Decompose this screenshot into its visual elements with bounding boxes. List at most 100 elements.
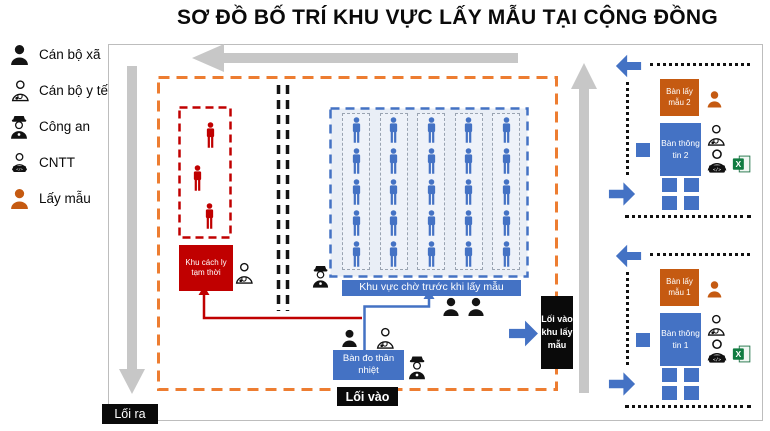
waiting-person-icon <box>500 210 513 236</box>
chair-square <box>636 333 650 347</box>
chair-square <box>662 178 677 192</box>
waiting-person-icon <box>462 117 475 143</box>
waiting-person-icon <box>425 210 438 236</box>
commune-officer-icon <box>441 297 461 316</box>
waiting-person-icon <box>387 241 400 267</box>
waiting-column <box>492 113 520 270</box>
excel-icon <box>732 345 751 363</box>
exit-flow-arrow-top <box>224 53 518 63</box>
chair-square <box>662 368 677 382</box>
waiting-person-icon <box>425 148 438 174</box>
waiting-person-icon <box>500 117 513 143</box>
waiting-person-icon <box>500 179 513 205</box>
isolation-zone-label-box: Khu cách ly tạm thời <box>179 245 233 291</box>
waiting-person-icon <box>500 148 513 174</box>
medical-staff-icon <box>233 261 254 285</box>
waiting-person-icon <box>350 241 363 267</box>
legend-item: Cán bộ xã <box>6 36 111 72</box>
chair-square <box>684 386 699 400</box>
medical-staff-icon <box>705 123 726 147</box>
isolated-person-icon <box>191 165 204 191</box>
excel-icon <box>732 155 751 173</box>
sampler-icon <box>706 89 723 109</box>
legend-label: Lấy mẫu <box>39 190 91 206</box>
medical-staff-icon <box>9 79 30 102</box>
waiting-person-icon <box>462 179 475 205</box>
chair-square <box>684 368 699 382</box>
station-queue-line <box>626 272 629 365</box>
station-divider-line <box>650 253 750 256</box>
waiting-person-icon <box>350 148 363 174</box>
it-staff-icon <box>704 339 730 363</box>
it-staff-icon <box>9 151 30 174</box>
medical-staff-icon <box>374 326 395 350</box>
legend-label: CNTT <box>39 154 75 170</box>
medical-staff-icon <box>705 313 726 337</box>
waiting-person-icon <box>462 148 475 174</box>
isolated-person-icon <box>204 122 217 148</box>
station-divider-line <box>650 63 750 66</box>
commune-officer-icon <box>9 43 30 66</box>
info-table-box: Bàn thông tin 2 <box>660 123 701 176</box>
waiting-person-icon <box>425 241 438 267</box>
legend-label: Cán bộ xã <box>39 46 101 62</box>
isolated-person-icon <box>203 203 216 229</box>
legend-item: CNTT <box>6 144 111 180</box>
waiting-person-icon <box>500 241 513 267</box>
exit-flow-arrowhead-left-icon <box>192 44 224 72</box>
commune-officer-icon <box>340 329 359 347</box>
entrance-label: Lối vào <box>337 387 398 406</box>
chairs-grid <box>662 178 699 210</box>
temperature-table-label: Bàn đo thân nhiệt <box>342 352 395 376</box>
waiting-person-icon <box>387 210 400 236</box>
sampler-icon <box>706 279 723 299</box>
waiting-person-icon <box>350 210 363 236</box>
sampling-table-box: Bàn lấy mẫu 1 <box>660 269 699 306</box>
police-icon <box>406 351 428 382</box>
station-divider-line <box>625 215 751 218</box>
temperature-table-label-box: Bàn đo thân nhiệt <box>333 350 404 380</box>
legend-item: Lấy mẫu <box>6 180 111 216</box>
legend: Cán bộ xã Cán bộ y tế Công an CNTT Lấy m… <box>6 36 111 216</box>
legend-label: Cán bộ y tế <box>39 82 109 98</box>
police-icon <box>310 261 331 290</box>
info-table-box: Bàn thông tin 1 <box>660 313 701 366</box>
flow-arrow-left-icon <box>615 239 642 273</box>
waiting-person-icon <box>425 179 438 205</box>
flow-arrow-left-icon <box>615 49 642 83</box>
station-queue-line <box>626 82 629 175</box>
sampling-station: Bàn lấy mẫu 1 Bàn thông tin 1 <box>605 236 757 412</box>
sampling-station: Bàn lấy mẫu 2 Bàn thông tin 2 <box>605 46 757 222</box>
station-divider-line <box>625 405 751 408</box>
sampling-table-label: Bàn lấy mẫu 1 <box>666 277 693 297</box>
sampling-entrance-label: Lối vào khu lấy mẫu <box>541 296 573 369</box>
exit-flow-arrowhead-down-icon <box>119 369 145 394</box>
legend-item: Cán bộ y tế <box>6 72 111 108</box>
waiting-column <box>454 113 483 270</box>
entry-flow-arrow-right <box>579 89 589 393</box>
exit-label: Lối ra <box>102 404 158 424</box>
isolation-zone-label: Khu cách ly tạm thời <box>185 257 227 277</box>
commune-officer-icon <box>466 297 486 316</box>
chair-square <box>662 196 677 210</box>
info-table-label: Bàn thông tin 1 <box>661 328 700 350</box>
entry-flow-arrowhead-up-icon <box>571 63 597 89</box>
flow-arrow-right-icon <box>608 366 636 402</box>
sampling-table-label: Bàn lấy mẫu 2 <box>666 87 693 107</box>
it-staff-icon <box>704 149 730 173</box>
diagram-title: SƠ ĐỒ BỐ TRÍ KHU VỰC LẤY MẪU TẠI CỘNG ĐỒ… <box>176 6 719 29</box>
sampling-entrance-arrow-icon <box>508 316 539 351</box>
sampler-icon <box>9 187 30 210</box>
waiting-zone-label: Khu vực chờ trước khi lấy mẫu <box>359 281 504 294</box>
chair-square <box>684 196 699 210</box>
waiting-zone-label-box: Khu vực chờ trước khi lấy mẫu <box>342 280 521 296</box>
waiting-person-icon <box>387 148 400 174</box>
police-icon <box>8 113 30 139</box>
waiting-person-icon <box>425 117 438 143</box>
waiting-person-icon <box>462 210 475 236</box>
sampling-table-box: Bàn lấy mẫu 2 <box>660 79 699 116</box>
waiting-person-icon <box>462 241 475 267</box>
chairs-grid <box>662 368 699 400</box>
exit-flow-arrow-left <box>127 66 137 369</box>
